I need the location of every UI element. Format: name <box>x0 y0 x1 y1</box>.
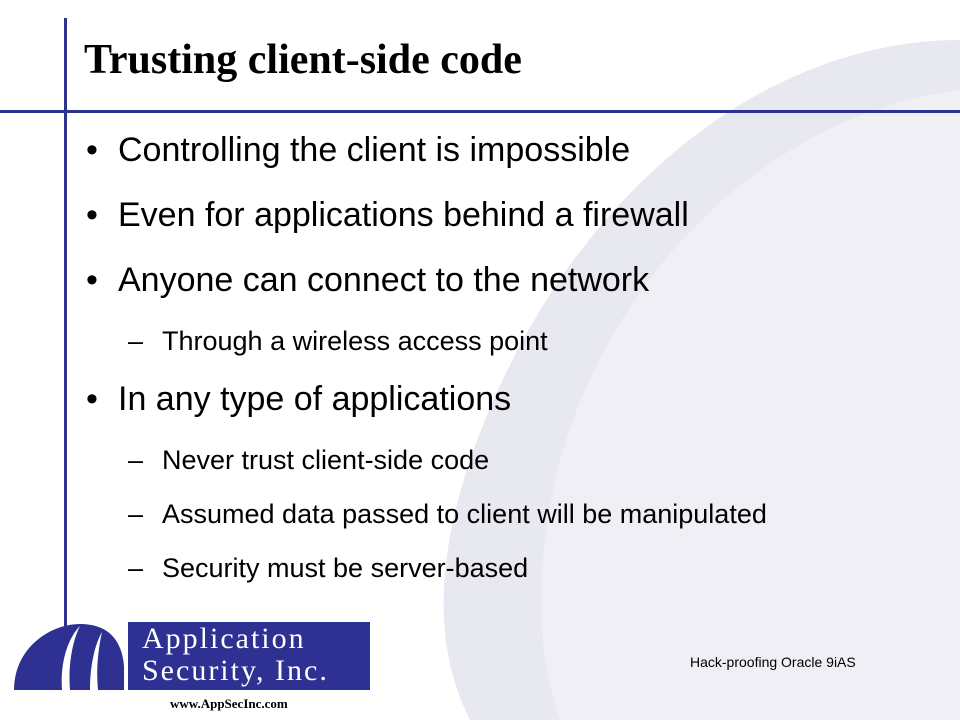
dome-logo-icon <box>14 624 124 690</box>
bullet-list: Controlling the client is impossible Eve… <box>84 130 944 584</box>
bullet-item: Even for applications behind a firewall <box>84 195 944 235</box>
footer-url: www.AppSecInc.com <box>170 696 288 711</box>
company-logo: Application Security, Inc. <box>128 622 370 690</box>
horizontal-rule <box>0 110 960 113</box>
sub-bullet-item: –Through a wireless access point <box>128 326 548 356</box>
bullet-item: Controlling the client is impossible <box>84 130 944 170</box>
vertical-rule <box>64 18 67 630</box>
sub-bullet-item: –Never trust client-side code <box>128 445 490 475</box>
logo-text-line1: Application <box>142 622 306 655</box>
bullet-item: Anyone can connect to the network <box>84 260 944 300</box>
footer-presentation-title: Hack-proofing Oracle 9iAS <box>690 654 856 670</box>
sub-bullet-item: –Assumed data passed to client will be m… <box>128 499 767 529</box>
logo-text-line2: Security, Inc. <box>142 654 329 687</box>
bullet-item: In any type of applications <box>84 379 944 419</box>
sub-bullet-item: –Security must be server-based <box>128 553 529 583</box>
slide-title: Trusting client-side code <box>84 37 522 83</box>
